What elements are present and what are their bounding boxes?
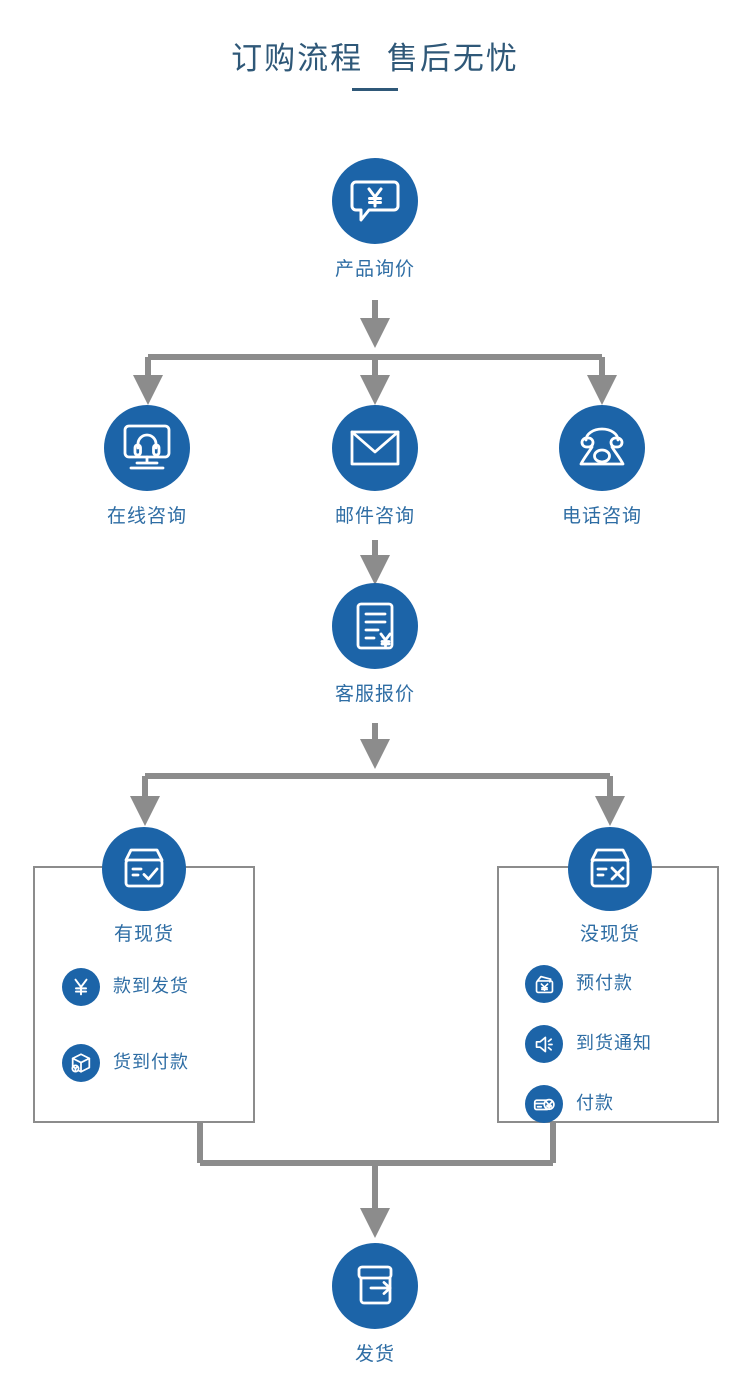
box-cross-icon [568, 827, 652, 911]
option-label-cash-on-delivery: 货到付款 [113, 1052, 189, 1073]
telephone-icon [559, 405, 645, 491]
node-out-of-stock[interactable]: 没现货 [535, 827, 685, 946]
box-check-icon [102, 827, 186, 911]
option-pay-before-ship[interactable]: 款到发货 [62, 968, 189, 1006]
node-label-out-of-stock: 没现货 [579, 923, 640, 945]
out-of-stock-options: 预付款 到货通知 [525, 965, 652, 1123]
node-service-quote[interactable]: 客服报价 [300, 583, 450, 706]
node-phone-inquiry[interactable]: 电话咨询 [527, 405, 677, 528]
option-payment[interactable]: 付款 [525, 1085, 652, 1123]
node-label-product-inquiry: 产品询价 [334, 258, 415, 280]
node-label-online-chat: 在线咨询 [106, 505, 187, 527]
document-yen-icon [332, 583, 418, 669]
package-cube-icon [62, 1044, 100, 1082]
option-arrival-notice[interactable]: 到货通知 [525, 1025, 652, 1063]
node-label-email-inquiry: 邮件咨询 [334, 505, 415, 527]
node-label-shipment: 发货 [354, 1343, 395, 1365]
node-online-chat[interactable]: 在线咨询 [72, 405, 222, 528]
option-cash-on-delivery[interactable]: 货到付款 [62, 1044, 189, 1082]
option-label-pay-before-ship: 款到发货 [113, 976, 189, 997]
in-stock-options: 款到发货 货到付款 [62, 968, 189, 1082]
page-title: 订购流程 售后无忧 [0, 38, 750, 91]
node-label-service-quote: 客服报价 [334, 683, 415, 705]
card-yen-icon [525, 1085, 563, 1123]
node-product-inquiry[interactable]: 产品询价 [300, 158, 450, 281]
node-label-phone-inquiry: 电话咨询 [561, 505, 642, 527]
envelope-icon [332, 405, 418, 491]
option-label-payment: 付款 [576, 1093, 614, 1114]
chat-bubble-yen-icon [332, 158, 418, 244]
speaker-notify-icon [525, 1025, 563, 1063]
node-in-stock[interactable]: 有现货 [69, 827, 219, 946]
node-email-inquiry[interactable]: 邮件咨询 [300, 405, 450, 528]
yen-circle-icon [62, 968, 100, 1006]
node-label-in-stock: 有现货 [113, 923, 174, 945]
page-title-text: 订购流程 售后无忧 [231, 41, 519, 77]
node-shipment[interactable]: 发货 [300, 1243, 450, 1366]
monitor-headset-icon [104, 405, 190, 491]
option-label-prepayment: 预付款 [576, 973, 633, 994]
title-underline-rule [352, 88, 398, 91]
option-label-arrival-notice: 到货通知 [576, 1033, 652, 1054]
option-prepayment[interactable]: 预付款 [525, 965, 652, 1003]
box-arrow-out-icon [332, 1243, 418, 1329]
wallet-yen-icon [525, 965, 563, 1003]
